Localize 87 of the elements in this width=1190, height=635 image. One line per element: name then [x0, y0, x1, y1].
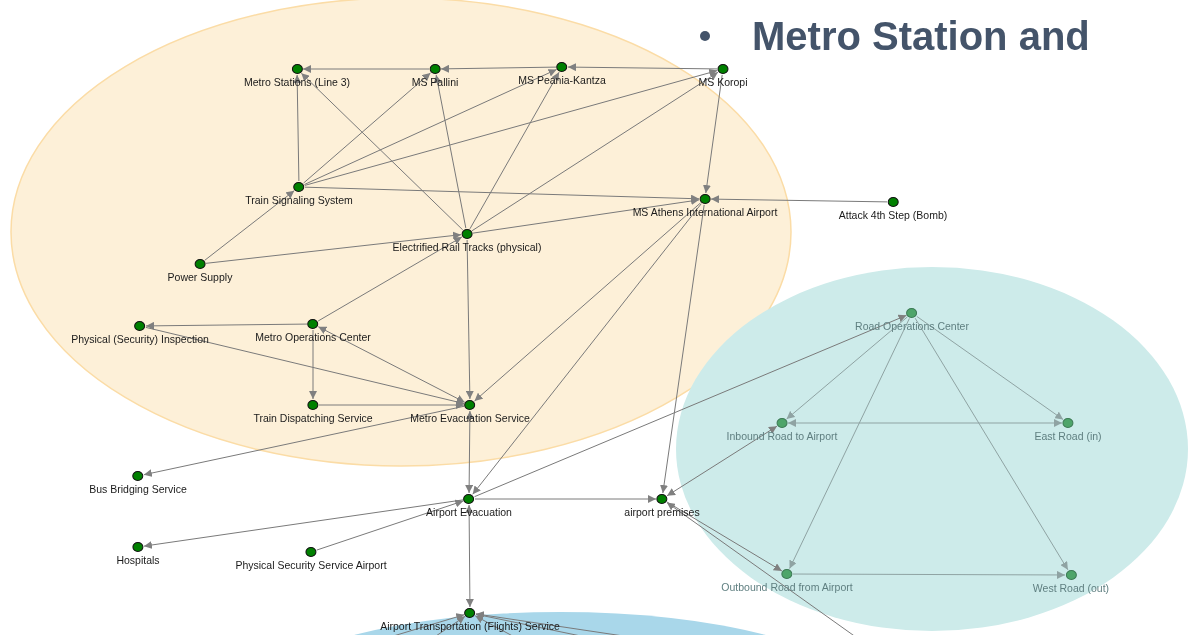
arrow — [317, 236, 463, 322]
node-label: airport premises — [624, 506, 700, 518]
arrow — [204, 190, 295, 261]
arrow — [702, 74, 723, 194]
node — [245, 182, 353, 206]
arrow — [433, 74, 467, 229]
arrow — [666, 425, 778, 497]
node — [838, 197, 948, 221]
node — [624, 494, 700, 518]
node-label: Physical Security Service Airport — [235, 559, 387, 571]
node-label: MS Pallini — [411, 76, 459, 88]
arrow — [789, 317, 910, 570]
node — [71, 321, 209, 345]
node-label: East Road (in) — [1034, 430, 1102, 442]
arrow — [143, 499, 464, 549]
arrow — [145, 321, 308, 330]
arrow — [471, 71, 719, 232]
arrow — [660, 204, 705, 494]
arrow — [318, 401, 465, 409]
arrow — [916, 315, 1064, 421]
node-label: Train Dispatching Service — [253, 412, 373, 424]
arrow — [474, 314, 907, 498]
arrow — [303, 72, 431, 184]
arrow — [710, 195, 888, 204]
node — [380, 608, 560, 632]
node — [411, 64, 459, 88]
node — [116, 542, 160, 566]
node-label: Physical (Security) Inspection — [71, 333, 209, 345]
arrow — [302, 65, 430, 73]
node-label: Bus Bridging Service — [89, 483, 187, 495]
node-label: Metro Operations Center — [255, 331, 371, 343]
node-label: Metro Stations (Line 3) — [243, 76, 351, 88]
node-label: MS Athens International Airport — [632, 206, 778, 218]
arrow — [474, 202, 701, 402]
node — [253, 400, 373, 424]
node-label: Train Signaling System — [245, 194, 353, 206]
arrow — [787, 419, 1063, 427]
node — [698, 64, 748, 88]
node-label: Airport Transportation (Flights) Service — [380, 620, 560, 632]
node — [426, 494, 512, 518]
node-label: Inbound Road to Airport — [726, 430, 838, 442]
node-label: Attack 4th Step (Bomb) — [838, 209, 948, 221]
node-label: Electrified Rail Tracks (physical) — [392, 241, 542, 253]
arrow — [465, 504, 474, 608]
arrow — [303, 69, 558, 185]
arrow — [304, 68, 718, 186]
node-label: West Road (out) — [1032, 582, 1110, 594]
arrow — [472, 203, 702, 495]
node — [721, 569, 853, 593]
arrow — [567, 63, 718, 72]
node — [1032, 570, 1110, 594]
arrow — [440, 64, 557, 73]
node-label: Power Supply — [167, 271, 233, 283]
node-label: Airport Evacuation — [426, 506, 512, 518]
arrow — [317, 326, 466, 403]
node-label: MS Koropi — [698, 76, 748, 88]
node — [392, 229, 542, 253]
arrow — [914, 317, 1069, 571]
node-label: Hospitals — [116, 554, 160, 566]
node — [1034, 418, 1102, 442]
node-label: MS Peania-Kantza — [518, 74, 606, 86]
node — [167, 259, 233, 283]
title: Metro Station and — [752, 14, 1090, 58]
arrow — [786, 316, 908, 420]
arrow — [666, 501, 783, 572]
node — [243, 64, 351, 88]
node — [255, 319, 371, 343]
arrow — [293, 74, 302, 182]
node — [235, 547, 387, 571]
arrow — [465, 239, 474, 400]
node — [518, 62, 606, 86]
arrow — [469, 71, 560, 230]
arrow — [143, 405, 465, 477]
arrow — [309, 329, 317, 400]
arrow — [792, 570, 1066, 579]
node — [632, 194, 778, 218]
arrow — [474, 495, 657, 503]
arrow — [316, 499, 464, 551]
arrow — [300, 72, 464, 231]
node — [89, 471, 187, 495]
arrow — [465, 410, 474, 494]
node — [726, 418, 838, 442]
arrow — [145, 326, 465, 406]
node — [410, 400, 530, 424]
arrow — [205, 231, 462, 264]
arrow — [472, 197, 700, 234]
node-label: Metro Evacuation Service — [410, 412, 530, 424]
